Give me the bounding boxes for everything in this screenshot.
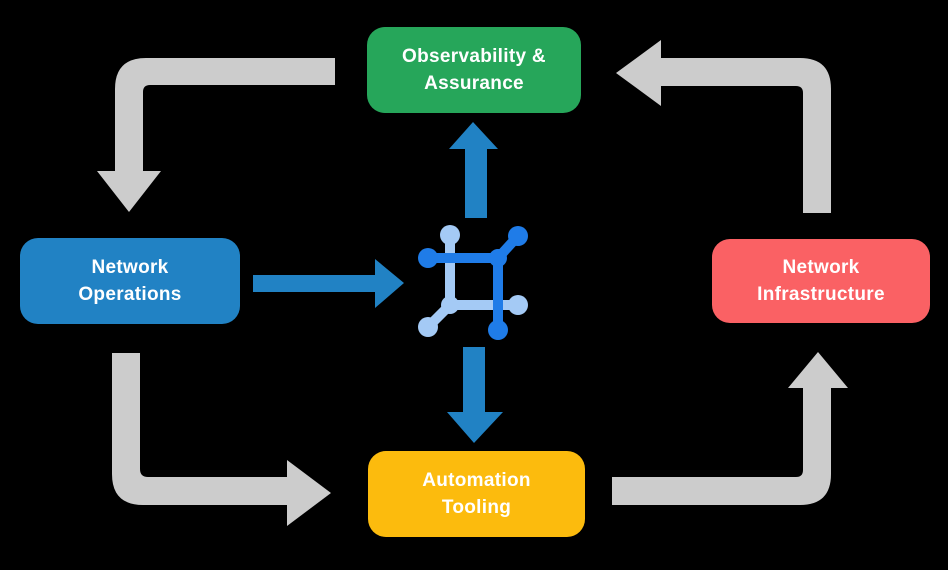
node-observability-assurance: Observability & Assurance bbox=[367, 27, 581, 113]
node-label-line: Network bbox=[91, 257, 169, 278]
node-label-line: Operations bbox=[78, 284, 182, 305]
arrow-observability-to-operations bbox=[97, 58, 335, 212]
arrow-operations-to-automation bbox=[112, 353, 331, 526]
arrow-center-to-automation bbox=[447, 347, 503, 443]
node-automation-tooling: Automation Tooling bbox=[368, 451, 585, 537]
arrow-operations-to-center bbox=[253, 259, 404, 308]
node-network-operations: Network Operations bbox=[20, 238, 240, 324]
arrow-center-to-observability bbox=[449, 122, 498, 218]
node-label-line: Automation bbox=[422, 470, 531, 491]
arrow-infrastructure-to-observability bbox=[616, 40, 831, 213]
network-topology-icon bbox=[418, 225, 528, 340]
node-label-line: Tooling bbox=[441, 497, 512, 518]
node-label-line: Assurance bbox=[424, 73, 524, 94]
network-icon-dark-part bbox=[418, 226, 528, 340]
node-label-line: Network bbox=[782, 257, 860, 278]
arrow-automation-to-infrastructure bbox=[612, 352, 848, 505]
node-label-line: Observability & bbox=[402, 46, 546, 67]
node-label-line: Infrastructure bbox=[757, 284, 885, 305]
node-network-infrastructure: Network Infrastructure bbox=[712, 239, 930, 323]
